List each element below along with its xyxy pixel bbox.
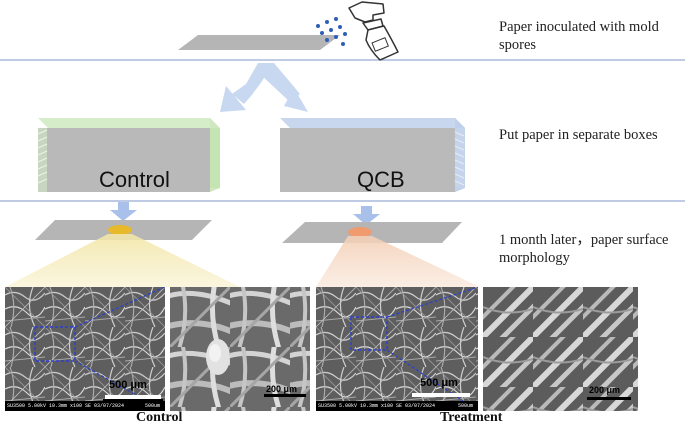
- mold-spores: [316, 17, 347, 46]
- control-sem-metadata-scale: 500um: [145, 403, 161, 409]
- control-low-scale-label: 500 μm: [109, 379, 147, 391]
- treatment-box: [280, 118, 465, 192]
- control-zoom-box: [34, 326, 76, 362]
- treatment-sem-high-magnification: 200 μm: [483, 287, 638, 411]
- control-box-label: Control: [99, 167, 170, 192]
- control-down-arrow: [110, 202, 137, 221]
- treatment-sem-low-magnification: 500 μm SU3500 5.00kV 10.3mm x100 SE 03/0…: [316, 287, 478, 411]
- paper-sheet-inoculated: [178, 35, 340, 50]
- step-1-text: Paper inoculated with mold spores: [499, 19, 659, 53]
- treatment-paper-sheet: [282, 222, 462, 243]
- treatment-sem-metadata-scale: 500um: [458, 403, 474, 409]
- split-arrow: [220, 63, 308, 112]
- control-caption: Control: [136, 410, 183, 425]
- spray-bottle-icon: [348, 1, 399, 61]
- control-magnify-fan: [5, 234, 240, 287]
- treatment-box-label: QCB: [357, 167, 405, 192]
- treatment-down-arrow: [353, 206, 380, 225]
- treatment-zoom-box: [350, 316, 388, 351]
- treatment-low-scale-label: 500 μm: [420, 377, 458, 389]
- control-box: [37, 118, 220, 192]
- treatment-sem-metadata: SU3500 5.00kV 10.3mm x100 SE 03/07/2024: [318, 403, 436, 409]
- treatment-high-scale-label: 200 μm: [589, 385, 621, 395]
- control-sem-metadata: SU3500 5.00kV 10.3mm x100 SE 03/07/2024: [7, 403, 125, 409]
- control-high-scale-label: 200 μm: [266, 384, 298, 394]
- control-mold-spot: [108, 225, 132, 235]
- control-sem-low-magnification: 500 μm SU3500 5.00kV 10.3mm x100 SE 03/0…: [5, 287, 165, 411]
- control-sem-high-magnification: 200 μm: [170, 287, 310, 411]
- treatment-magnify-fan: [316, 236, 480, 287]
- treatment-caption: Treatment: [440, 410, 503, 425]
- treatment-mold-spot: [348, 227, 372, 237]
- step-3-text: 1 month later，paper surface morphology: [499, 232, 669, 266]
- step-2-text: Put paper in separate boxes: [499, 127, 658, 143]
